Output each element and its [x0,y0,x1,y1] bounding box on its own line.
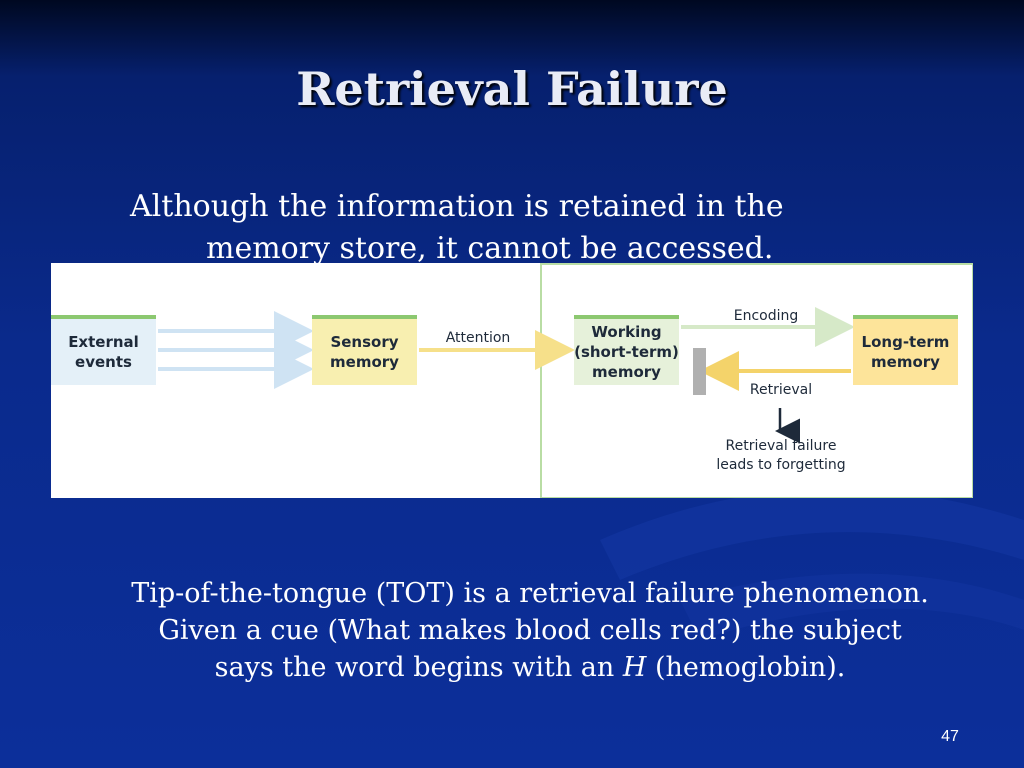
intro-text: Although the information is retained in … [130,189,784,266]
external-events-box: External events [51,315,156,385]
external-label-line1: External [68,333,139,351]
longterm-label-line2: memory [871,353,940,371]
encoding-label: Encoding [731,307,801,326]
working-memory-box: Working (short-term) memory [574,315,679,385]
slide-title: Retrieval Failure [296,62,728,116]
tot-text-part2: (hemoglobin). [646,652,846,683]
failure-text-line2: leads to forgetting [716,457,846,473]
retrieval-frame [540,263,973,498]
memory-diagram: External events Sensory memory Attention… [51,263,973,498]
slide-number: 47 [941,728,959,745]
sensory-label-line1: Sensory [330,333,399,351]
retrieval-failure-label: Retrieval failure leads to forgetting [707,437,855,475]
attention-text: Attention [445,330,511,346]
attention-label: Attention [443,329,513,348]
sensory-label-line2: memory [330,353,399,371]
retrieval-text: Retrieval [749,382,813,398]
longterm-label-line1: Long-term [861,333,950,351]
tot-emphasis: H [622,652,647,683]
external-label-line2: events [75,353,132,371]
sensory-memory-box: Sensory memory [312,315,417,385]
long-term-memory-box: Long-term memory [853,315,958,385]
working-label-line3: memory [592,363,661,381]
working-label-line2: (short-term) [574,343,679,361]
retrieval-label: Retrieval [741,381,821,400]
diagram-arrows [158,307,855,444]
retrieval-block [693,348,706,395]
failure-text-line1: Retrieval failure [725,438,837,454]
encoding-text: Encoding [733,308,799,324]
tot-text-part1: Tip-of-the-tongue (TOT) is a retrieval f… [131,578,929,683]
working-label-line1: Working [591,323,662,341]
tot-paragraph: Tip-of-the-tongue (TOT) is a retrieval f… [130,575,930,686]
